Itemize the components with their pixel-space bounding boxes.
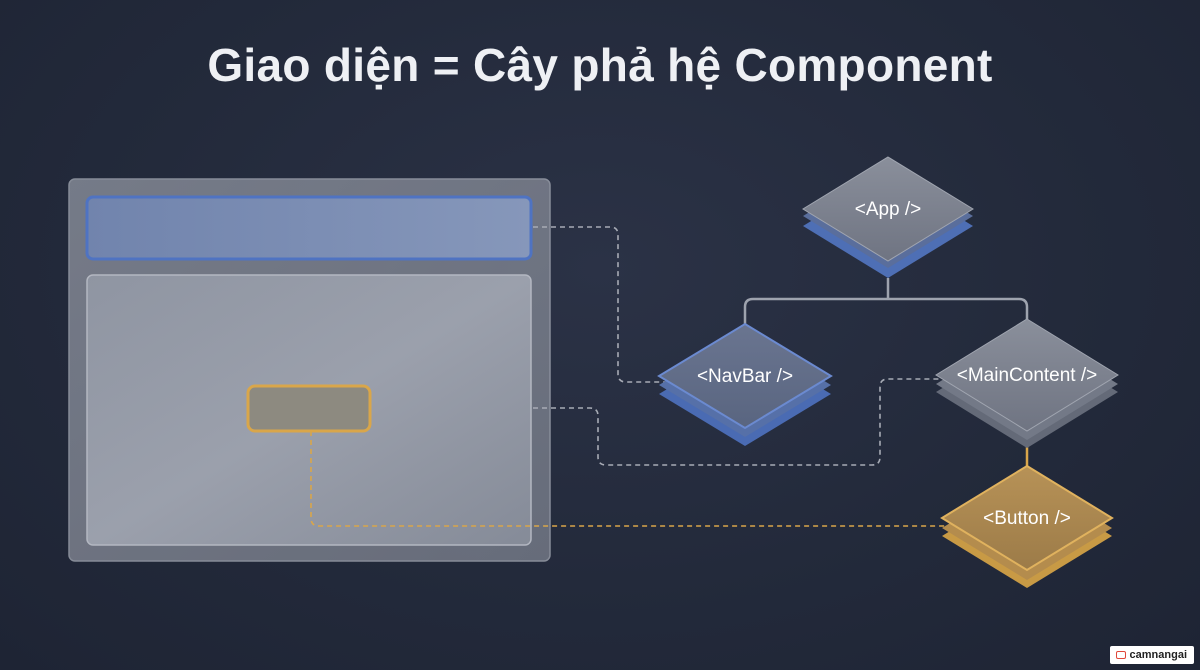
wireframe-navbar-region (85, 195, 533, 261)
watermark-badge: camnangai (1109, 646, 1194, 664)
watermark-text: camnangai (1129, 649, 1187, 661)
watermark-logo-icon (1115, 651, 1126, 659)
connector-app-to-children (743, 278, 1029, 330)
node-app-label: <App /> (855, 199, 922, 220)
mapping-line-navbar (533, 226, 666, 383)
mapping-line-main-content (533, 378, 940, 466)
wireframe-button-region (246, 384, 372, 433)
node-button-label: <Button /> (983, 508, 1071, 529)
node-main-content: <MainContent /> (935, 318, 1119, 448)
node-main-content-label: <MainContent /> (957, 365, 1097, 386)
page-title: Giao diện = Cây phả hệ Component (207, 39, 993, 91)
node-app: <App /> (802, 156, 974, 278)
node-navbar-label: <NavBar /> (697, 366, 793, 387)
ui-wireframe (68, 178, 551, 562)
node-button: <Button /> (940, 464, 1114, 588)
mapping-line-button (310, 431, 948, 527)
node-navbar: <NavBar /> (657, 322, 833, 446)
